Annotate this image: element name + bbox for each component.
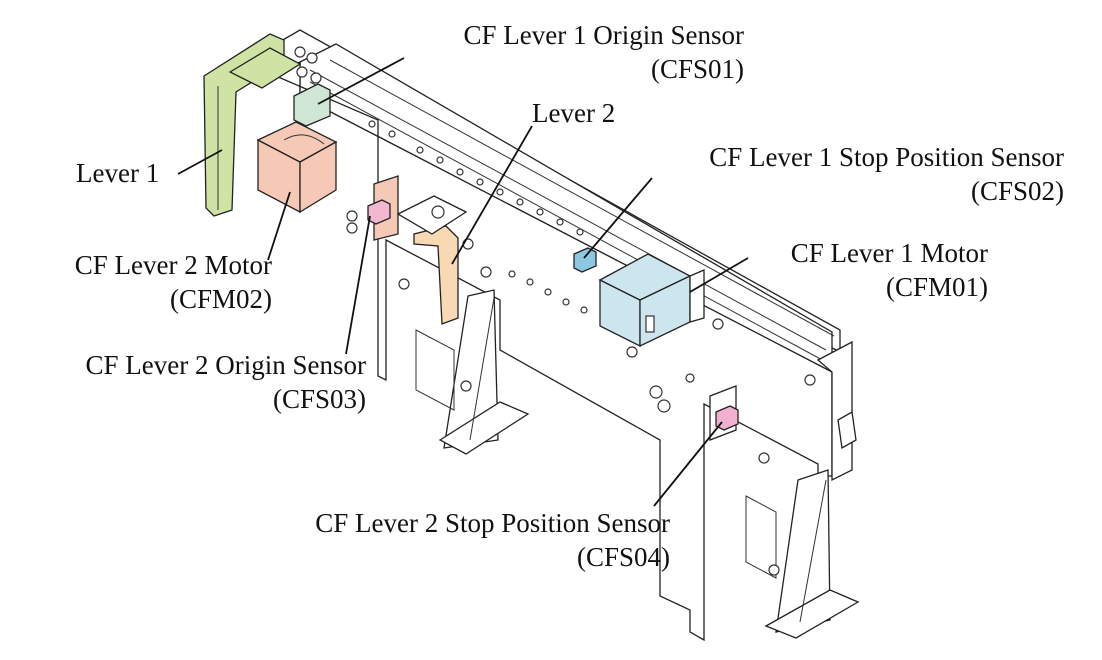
lever-1-part bbox=[203, 33, 302, 217]
cfm02-motor-side bbox=[299, 140, 337, 214]
lever-1-back-arm bbox=[203, 33, 285, 217]
cfs02-label-name: CF Lever 1 Stop Position Sensor bbox=[709, 142, 1064, 172]
cfs01-label-code: (CFS01) bbox=[650, 54, 744, 84]
cfm02-leader-line bbox=[267, 191, 291, 261]
rail-hole bbox=[516, 198, 524, 206]
screw-hole bbox=[712, 318, 724, 330]
rail-line-3 bbox=[329, 59, 835, 337]
cfs03-leader-line bbox=[345, 215, 371, 355]
screw-hole bbox=[626, 346, 638, 358]
cfm02-label-code: (CFM02) bbox=[169, 284, 272, 314]
slot-hole bbox=[768, 564, 780, 576]
rail-hole bbox=[536, 208, 544, 216]
cfs04-label: CF Lever 2 Stop Position Sensor (CFS04) bbox=[236, 506, 670, 574]
left-support-base bbox=[438, 401, 530, 455]
lever-2-part bbox=[367, 175, 468, 325]
cfs02-label-code: (CFS02) bbox=[970, 176, 1064, 206]
cfs02-label: CF Lever 1 Stop Position Sensor (CFS02) bbox=[630, 140, 1064, 208]
rail-hole bbox=[562, 298, 570, 306]
cfm01-motor-connector bbox=[645, 315, 655, 333]
rail-line-1 bbox=[309, 69, 827, 351]
cfm02-motor-part bbox=[256, 121, 338, 214]
lever-2-arm bbox=[413, 225, 459, 325]
cfs01-label-name: CF Lever 1 Origin Sensor bbox=[463, 20, 744, 50]
rail-hole bbox=[456, 168, 464, 176]
cfs03-label-name: CF Lever 2 Origin Sensor bbox=[85, 350, 366, 380]
cfm01-label-name: CF Lever 1 Motor bbox=[790, 238, 988, 268]
cfs04-label-name: CF Lever 2 Stop Position Sensor bbox=[315, 508, 670, 538]
cfs02-leader-line bbox=[583, 177, 653, 259]
lever2-leader-line bbox=[451, 125, 533, 265]
right-cutout bbox=[745, 495, 777, 579]
cfs01-sensor-part bbox=[293, 83, 331, 127]
left-support-leg bbox=[443, 289, 499, 449]
screw-hole bbox=[296, 66, 308, 78]
screw-hole bbox=[310, 72, 322, 84]
rail-hole bbox=[436, 156, 444, 164]
cfs03-label-code: (CFS03) bbox=[272, 384, 366, 414]
cfm02-label-name: CF Lever 2 Motor bbox=[74, 250, 272, 280]
cfs04-leader-line bbox=[653, 421, 723, 507]
right-support-leg bbox=[775, 469, 831, 633]
rail-hole bbox=[556, 218, 564, 226]
cfm02-motor-cable bbox=[283, 134, 325, 145]
lever-2-plate bbox=[396, 195, 468, 235]
screw-hole bbox=[649, 385, 663, 399]
rail-hole bbox=[544, 288, 552, 296]
screw-hole bbox=[398, 278, 410, 290]
rail-line-2 bbox=[309, 81, 827, 363]
left-cutout bbox=[415, 329, 455, 411]
rail-hole bbox=[496, 188, 504, 196]
cfm01-motor-mount bbox=[689, 269, 705, 323]
rail-hole bbox=[416, 146, 424, 154]
rail-hole bbox=[526, 278, 534, 286]
cfm01-label-code: (CFM01) bbox=[885, 272, 988, 302]
screw-hole bbox=[294, 46, 306, 58]
cfm01-label: CF Lever 1 Motor (CFM01) bbox=[748, 236, 988, 304]
rail-hole bbox=[576, 228, 584, 236]
cfm01-leader-line bbox=[689, 257, 749, 293]
cfm02-label: CF Lever 2 Motor (CFM02) bbox=[26, 248, 272, 316]
screw-hole bbox=[657, 399, 671, 413]
screw-hole bbox=[346, 210, 358, 222]
rail-hole bbox=[508, 270, 516, 278]
lever-1-top-plate bbox=[228, 47, 302, 89]
rail-hole bbox=[388, 130, 396, 138]
lever1-label: Lever 1 bbox=[76, 156, 159, 190]
screw-hole bbox=[346, 222, 358, 234]
left-leg-edge bbox=[469, 297, 495, 441]
main-frame bbox=[260, 29, 860, 642]
rail-hole bbox=[476, 178, 484, 186]
lever1-label-name: Lever 1 bbox=[76, 158, 160, 188]
right-support-base bbox=[764, 589, 860, 639]
cfs01-leader-line bbox=[317, 57, 405, 105]
leader-lines bbox=[177, 57, 749, 507]
cfs02-sensor-part bbox=[573, 247, 597, 273]
slot-hole bbox=[460, 380, 472, 392]
lever1-leader-line bbox=[177, 149, 223, 175]
screw-hole bbox=[685, 373, 695, 383]
rail-hole bbox=[368, 120, 376, 128]
cfs03-sensor-part bbox=[367, 199, 391, 225]
cfs04-label-code: (CFS04) bbox=[576, 542, 670, 572]
screw-hole bbox=[480, 266, 492, 278]
right-end-cap bbox=[837, 410, 857, 450]
screw-hole bbox=[306, 52, 318, 64]
lever2-label: Lever 2 bbox=[532, 96, 615, 130]
screw-hole bbox=[804, 374, 816, 386]
screw-hole bbox=[758, 452, 770, 464]
cfs03-label: CF Lever 2 Origin Sensor (CFS03) bbox=[24, 348, 366, 416]
lever-2-pivot bbox=[431, 205, 445, 219]
lever2-label-name: Lever 2 bbox=[532, 98, 616, 128]
cfs04-sensor-part-group bbox=[709, 385, 739, 441]
rail-hole bbox=[580, 306, 588, 314]
cfm01-motor-part bbox=[598, 253, 705, 348]
right-leg-edge bbox=[799, 479, 827, 623]
cfs01-label: CF Lever 1 Origin Sensor (CFS01) bbox=[400, 18, 744, 86]
